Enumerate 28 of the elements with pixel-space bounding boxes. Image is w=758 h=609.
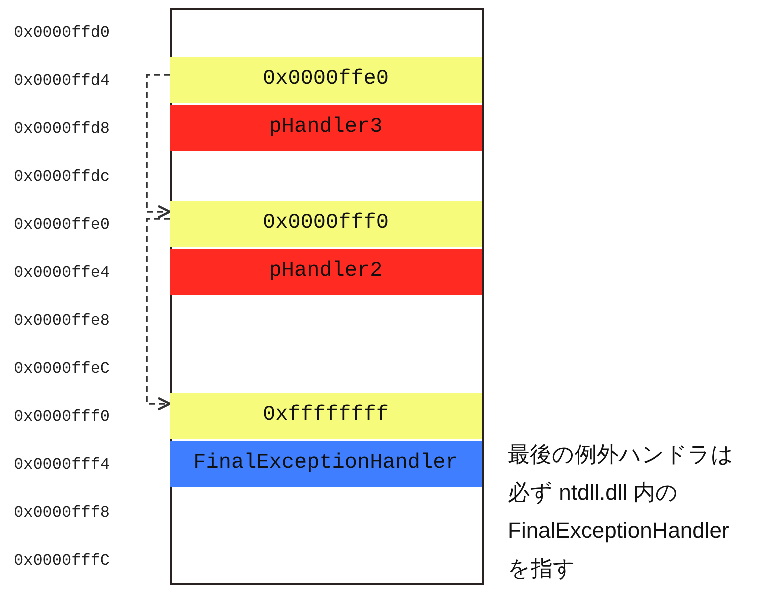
cell-text: 0x0000ffe0 [262, 67, 390, 93]
cell-text: 0x0000fff0 [262, 211, 390, 237]
address-label: 0x0000ffe8 [14, 311, 110, 331]
pointer-arrow [146, 74, 172, 219]
address-label: 0x0000ffdc [14, 167, 110, 187]
address-label: 0x0000ffe4 [14, 263, 110, 283]
address-label: 0x0000ffe0 [14, 215, 110, 235]
cell-text: pHandler2 [268, 259, 384, 285]
address-label: 0x0000fff0 [14, 407, 110, 427]
memory-cell [170, 393, 482, 439]
stack-frame [170, 8, 484, 585]
handler-cell [170, 249, 482, 295]
cell-text: 0xffffffff [262, 403, 390, 429]
cell-text: pHandler3 [268, 115, 384, 141]
address-label: 0x0000ffd0 [14, 23, 110, 43]
address-label: 0x0000ffd8 [14, 119, 110, 139]
memory-cell [170, 201, 482, 247]
note-text: 最後の例外ハンドラは必ず ntdll.dll 内のFinalExceptionHandlerを指す [508, 441, 735, 583]
address-label: 0x0000ffeC [14, 359, 110, 379]
address-label: 0x0000ffd4 [14, 71, 110, 91]
memory-cell [170, 57, 482, 103]
address-label: 0x0000fff4 [14, 455, 110, 475]
cell-text: FinalExceptionHandler [192, 451, 460, 477]
handler-cell [170, 105, 482, 151]
pointer-arrow [146, 218, 172, 411]
address-label: 0x0000fff8 [14, 503, 110, 523]
address-label: 0x0000fffC [14, 551, 110, 571]
handler-cell [170, 441, 482, 487]
